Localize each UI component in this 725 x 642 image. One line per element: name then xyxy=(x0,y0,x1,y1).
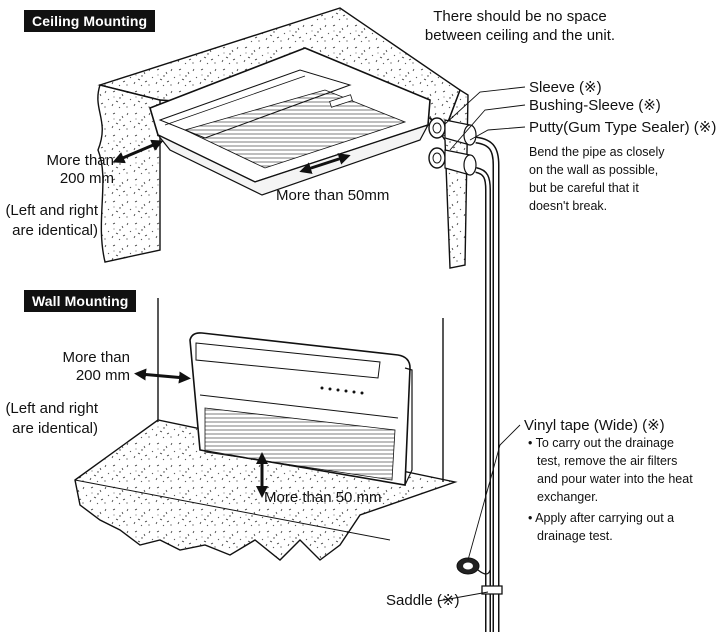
bushing-sleeve-label: Bushing-Sleeve (※) xyxy=(529,97,661,114)
leader-lines xyxy=(437,86,526,602)
vinyl-note-line4: exchanger. xyxy=(537,490,599,504)
wall-side-label-line2: 200 mm xyxy=(75,367,130,384)
ceiling-bottom-arrow xyxy=(299,153,351,174)
vinyl-note-line3: and pour water into the heat xyxy=(537,472,693,486)
wall-lr-note-line2: are identical) xyxy=(12,420,98,437)
ceiling-side-arrow xyxy=(112,139,164,164)
wall-side-arrow xyxy=(134,368,191,384)
bend-note-line4: doesn't break. xyxy=(529,199,608,213)
vinyl-note-line1: • To carry out the drainage xyxy=(528,436,674,450)
ceiling-left-wall xyxy=(97,84,161,263)
vinyl-note-line5: • Apply after carrying out a xyxy=(528,511,675,525)
drain-pipe xyxy=(475,136,500,632)
sleeve-assembly xyxy=(428,117,477,176)
wall-unit xyxy=(189,332,413,486)
ceiling-gap-note-line1: There should be no space xyxy=(433,8,607,25)
putty-label: Putty(Gum Type Sealer) (※) xyxy=(529,119,717,136)
saddle-label: Saddle (※) xyxy=(386,592,460,609)
vinyl-tape-roll xyxy=(456,557,491,575)
ceiling-gap-note-line2: between ceiling and the unit. xyxy=(424,27,616,44)
bend-note-line1: Bend the pipe as closely xyxy=(529,145,665,159)
ceiling-mounting-title: Ceiling Mounting xyxy=(24,10,156,32)
sleeve-label: Sleeve (※) xyxy=(529,79,602,96)
wall-mounting-title: Wall Mounting xyxy=(24,290,137,312)
ceiling-lr-note-line2: are identical) xyxy=(12,222,98,239)
bend-note-line2: on the wall as possible, xyxy=(529,163,659,177)
ceiling-lr-note-line1: (Left and right xyxy=(5,202,98,219)
ceiling-unit xyxy=(149,47,431,196)
vinyl-note-line6: drainage test. xyxy=(537,529,613,543)
wall-side-label-line1: More than xyxy=(62,349,130,366)
ceiling-side-label-line2: 200 mm xyxy=(59,170,114,187)
wall-bottom-clearance: More than 50 mm xyxy=(264,489,382,506)
bend-note-line3: but be careful that it xyxy=(529,181,639,195)
ceiling-bottom-clearance: More than 50mm xyxy=(276,187,390,204)
vinyl-tape-label: Vinyl tape (Wide) (※) xyxy=(524,417,665,434)
wall-lr-note-line1: (Left and right xyxy=(5,400,98,417)
vinyl-note-line2: test, remove the air filters xyxy=(537,454,678,468)
ceiling-side-label-line1: More than xyxy=(46,152,114,169)
